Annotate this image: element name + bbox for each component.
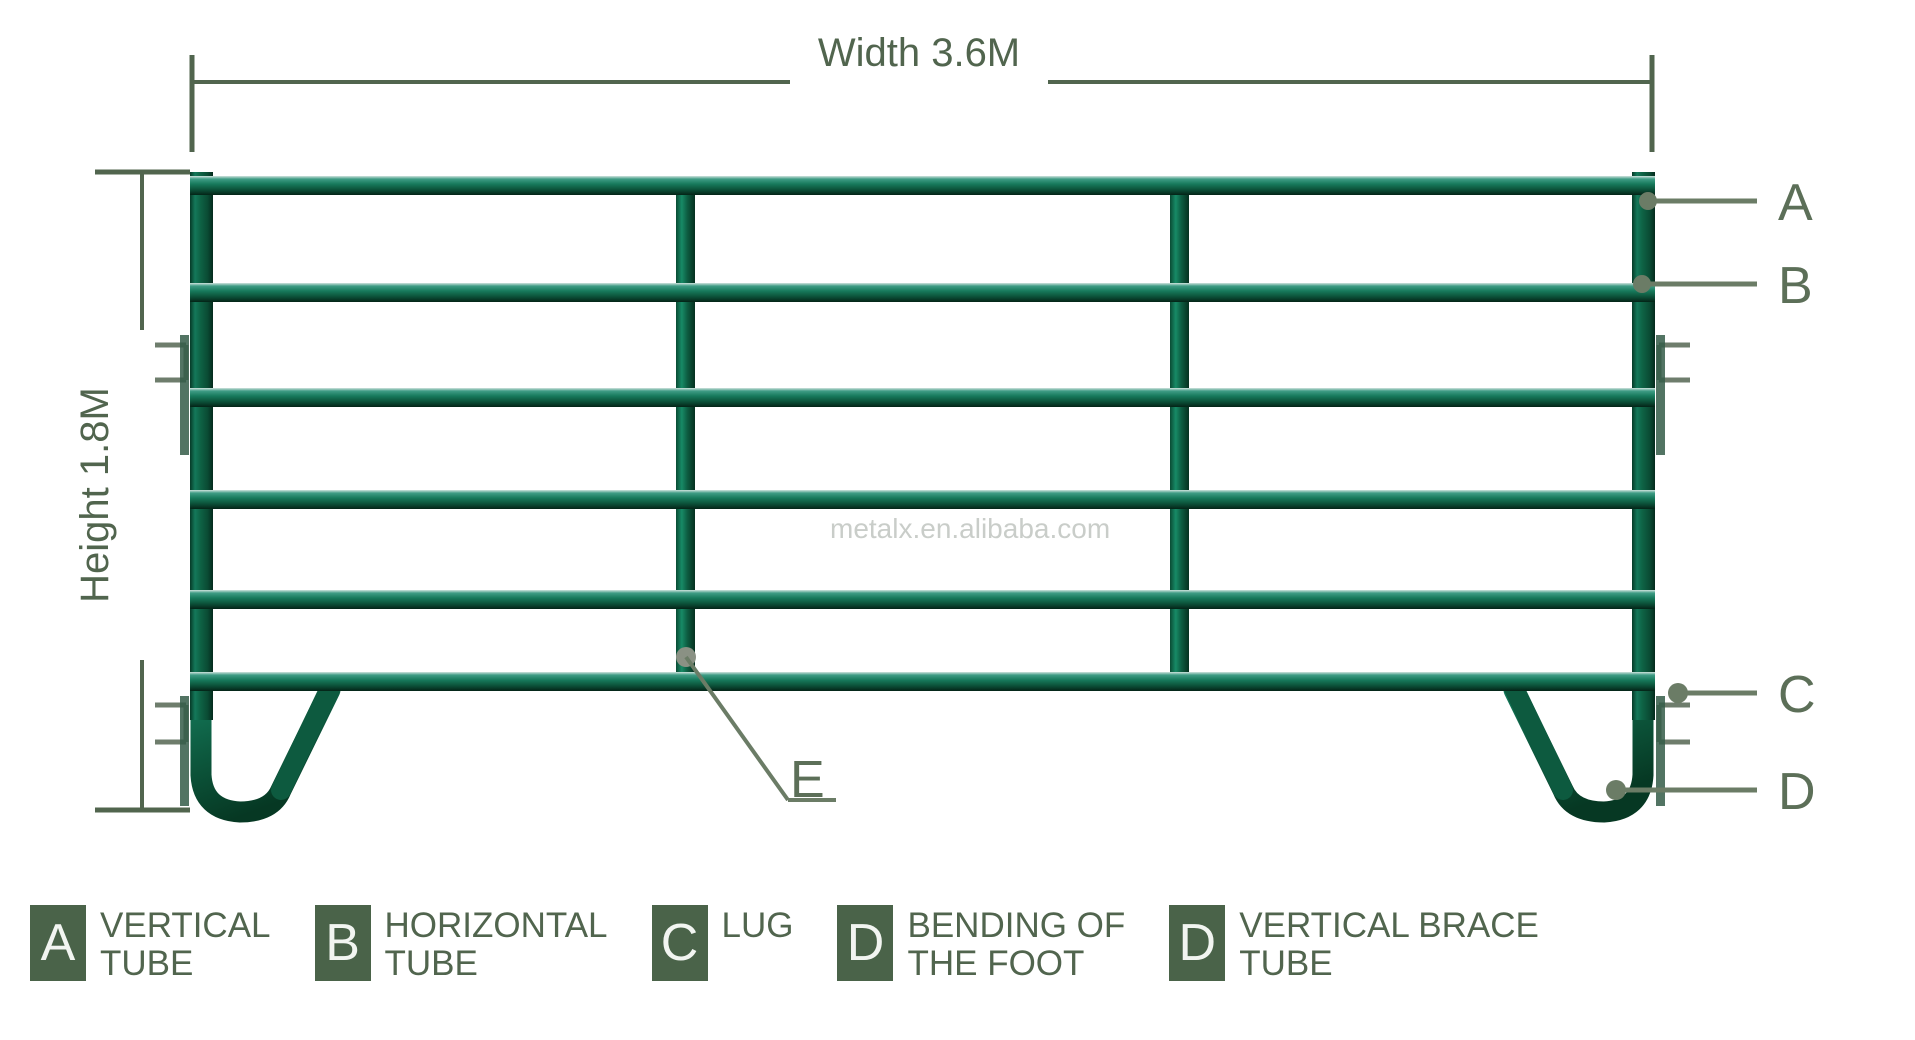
callout-e: E xyxy=(676,647,836,809)
legend-label-a: VERTICAL TUBE xyxy=(100,906,271,983)
legend-badge-e: D xyxy=(1169,905,1226,981)
horizontal-rail-1 xyxy=(190,176,1655,195)
bent-foot-left xyxy=(190,678,341,823)
callout-e-label: E xyxy=(790,751,825,809)
corral-panel xyxy=(155,172,1690,823)
legend-label-c: LUG xyxy=(721,906,794,945)
horizontal-rails xyxy=(190,176,1655,691)
height-dimension-label: Height 1.8M xyxy=(73,387,117,603)
callout-d-label: D xyxy=(1778,763,1816,821)
legend-bar: A VERTICAL TUBE B HORIZONTAL TUBE C LUG … xyxy=(0,905,1915,1040)
lug-clip-bottom-right xyxy=(1656,696,1690,806)
legend-label-d: BENDING OF THE FOOT xyxy=(907,906,1126,983)
vertical-tube-right xyxy=(1632,172,1655,720)
horizontal-rail-6 xyxy=(190,672,1655,691)
vertical-brace-tube-left xyxy=(676,178,695,678)
callout-a-label: A xyxy=(1778,174,1813,232)
callout-c: C xyxy=(1668,666,1816,724)
horizontal-rail-5 xyxy=(190,590,1655,609)
vertical-brace-tube-right xyxy=(1170,178,1189,678)
callout-c-label: C xyxy=(1778,666,1816,724)
vertical-tube-left xyxy=(190,172,213,720)
lug-clips-right xyxy=(1656,335,1690,455)
callout-b-label: B xyxy=(1778,257,1813,315)
legend-item-a[interactable]: A VERTICAL TUBE xyxy=(30,905,271,983)
legend-item-e[interactable]: D VERTICAL BRACE TUBE xyxy=(1169,905,1539,983)
legend-item-d[interactable]: D BENDING OF THE FOOT xyxy=(837,905,1125,983)
width-dimension: Width 3.6M xyxy=(189,31,1655,152)
legend-label-b: HORIZONTAL TUBE xyxy=(384,906,608,983)
legend-badge-a: A xyxy=(30,905,86,981)
horizontal-rail-4 xyxy=(190,490,1655,509)
legend-label-e: VERTICAL BRACE TUBE xyxy=(1239,906,1539,983)
legend-item-b[interactable]: B HORIZONTAL TUBE xyxy=(314,905,608,983)
legend-item-c[interactable]: C LUG xyxy=(651,905,794,981)
callout-b: B xyxy=(1633,257,1813,315)
watermark-text: metalx.en.alibaba.com xyxy=(830,513,1110,544)
lug-clips-left xyxy=(155,335,189,455)
callout-d: D xyxy=(1606,763,1816,821)
horizontal-rail-3 xyxy=(190,388,1655,407)
height-dimension: Height 1.8M xyxy=(73,169,190,813)
lug-clip-bottom-left xyxy=(155,696,189,806)
panel-diagram: Width 3.6M Height 1.8M xyxy=(73,31,1816,823)
horizontal-rail-2 xyxy=(190,283,1655,302)
legend-badge-d: D xyxy=(837,905,894,981)
legend-badge-b: B xyxy=(314,905,371,981)
legend-badge-c: C xyxy=(651,905,708,981)
width-dimension-label: Width 3.6M xyxy=(818,31,1020,75)
callout-a: A xyxy=(1639,174,1813,232)
